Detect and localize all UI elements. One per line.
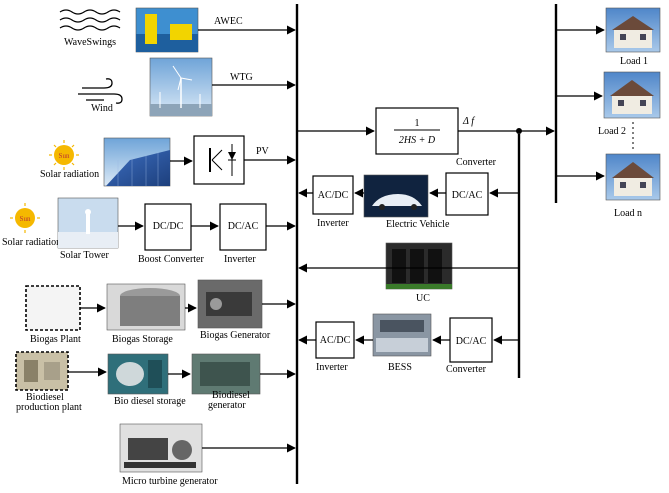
solar-tower-label: Solar Tower bbox=[60, 250, 109, 261]
sun-icon-2 bbox=[10, 203, 40, 233]
biogas-storage-image bbox=[106, 283, 186, 331]
wind-farm-image bbox=[149, 57, 213, 117]
dcac-ev-box bbox=[445, 172, 489, 216]
micro-turbine-label: Micro turbine generator bbox=[122, 476, 218, 487]
acdc-ev-box bbox=[312, 175, 354, 215]
pv-label: PV bbox=[256, 146, 270, 157]
solar-panel-image bbox=[103, 137, 171, 187]
biodiesel-plant-label-2: production plant bbox=[16, 402, 82, 413]
bio-diesel-storage-image bbox=[107, 353, 169, 395]
biogas-storage-label: Biogas Storage bbox=[112, 334, 173, 345]
load1-label: Load 1 bbox=[620, 56, 648, 67]
house-icon-1 bbox=[605, 7, 661, 53]
waveswings-label: WaveSwings bbox=[64, 37, 116, 48]
biodiesel-generator-label-2: generator bbox=[208, 400, 246, 411]
acdc-ev-label: AC/DC bbox=[318, 190, 349, 201]
load2-label: Load 2 bbox=[598, 126, 626, 137]
converter-top-label: Converter bbox=[456, 157, 497, 168]
house-icon-2 bbox=[603, 71, 661, 119]
electric-vehicle-image bbox=[363, 174, 429, 218]
converter-bess-label: Converter bbox=[446, 364, 487, 375]
dcac-bess-box bbox=[449, 317, 493, 363]
biogas-generator-image bbox=[197, 279, 263, 329]
dcdc-box bbox=[144, 203, 192, 251]
sun-icon-label: Sun bbox=[59, 152, 70, 160]
sun-icon-label-2: Sun bbox=[20, 215, 31, 223]
inverter-ev-label: Inverter bbox=[317, 218, 349, 229]
bess-label: BESS bbox=[388, 362, 412, 373]
junction-dot bbox=[516, 128, 522, 134]
transfer-function-box bbox=[375, 107, 459, 155]
wind-label: Wind bbox=[91, 103, 113, 114]
biodiesel-plant-label-1: Biodiesel bbox=[26, 392, 64, 403]
micro-turbine-image bbox=[119, 423, 203, 473]
biogas-plant-label: Biogas Plant bbox=[30, 334, 81, 345]
solar-radiation-label-1: Solar radiation bbox=[40, 169, 99, 180]
dcdc-label: DC/DC bbox=[153, 221, 184, 232]
delta-f-label: Δ f bbox=[462, 116, 475, 127]
dcac-box-1 bbox=[219, 203, 267, 251]
biogas-generator-label: Biogas Generator bbox=[200, 330, 271, 341]
ultracapacitor-image bbox=[385, 242, 453, 290]
bio-diesel-storage-label: Bio diesel storage bbox=[114, 396, 186, 407]
biogas-plant-image bbox=[25, 285, 81, 331]
inverter-bess-label: Inverter bbox=[316, 362, 348, 373]
boost-converter-label: Boost Converter bbox=[138, 254, 204, 265]
dcac-bess-label: DC/AC bbox=[456, 336, 487, 347]
biodiesel-generator-image bbox=[191, 353, 261, 395]
biodiesel-plant-image bbox=[15, 351, 69, 391]
tf-denominator: 2HS + D bbox=[399, 135, 436, 146]
waveswing-device-image bbox=[135, 7, 199, 53]
electric-vehicle-label: Electric Vehicle bbox=[386, 219, 450, 230]
solar-radiation-label-2: Solar radiation bbox=[2, 237, 61, 248]
acdc-bess-box bbox=[315, 321, 355, 359]
dcac-ev-label: DC/AC bbox=[452, 190, 483, 201]
inverter-label-1: Inverter bbox=[224, 254, 256, 265]
bess-image bbox=[372, 313, 432, 357]
acdc-bess-label: AC/DC bbox=[320, 335, 351, 346]
waves-icon bbox=[59, 9, 121, 31]
tf-numerator: 1 bbox=[415, 118, 420, 129]
house-icon-n bbox=[605, 153, 661, 201]
dcac-label-1: DC/AC bbox=[228, 221, 259, 232]
wtg-label: WTG bbox=[230, 72, 253, 83]
solar-tower-image bbox=[57, 197, 119, 249]
loadn-label: Load n bbox=[614, 208, 642, 219]
uc-label: UC bbox=[416, 293, 430, 304]
sun-icon bbox=[49, 140, 79, 170]
pv-inverter-symbol bbox=[193, 135, 245, 185]
awec-label: AWEC bbox=[214, 16, 243, 27]
wind-icon bbox=[78, 78, 123, 104]
biodiesel-generator-label-1: Biodiesel bbox=[212, 390, 250, 401]
